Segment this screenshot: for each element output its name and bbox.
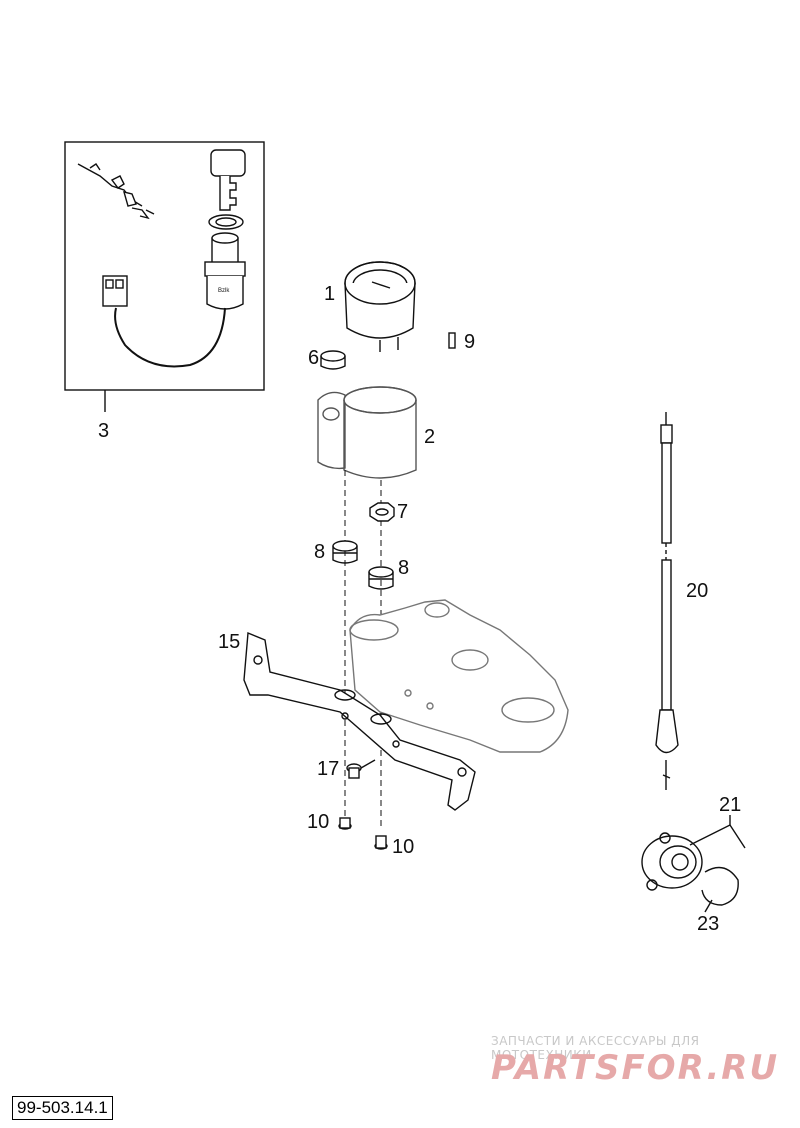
- callout-6: 6: [308, 347, 320, 369]
- instrument-bracket: [243, 631, 476, 811]
- callout-1: 1: [324, 283, 336, 305]
- wire-terminals: [77, 163, 155, 220]
- callout-20: 20: [686, 580, 709, 602]
- callout-3: 3: [98, 420, 110, 442]
- callout-7: 7: [397, 501, 409, 523]
- switch-cable: [114, 307, 226, 368]
- callout-21: 21: [719, 794, 742, 816]
- callout-8-right: 8: [398, 557, 410, 579]
- svg-text:Bzlk: Bzlk: [218, 288, 230, 294]
- rubber-grommet-right: [368, 566, 394, 590]
- indicator-pin: [448, 332, 456, 349]
- triple-clamp: [349, 599, 569, 753]
- callout-10-right: 10: [392, 836, 415, 858]
- screw-17: [346, 763, 362, 779]
- callout-8-left: 8: [314, 541, 326, 563]
- cable-connector: [102, 275, 128, 307]
- speedometer: [344, 261, 416, 352]
- callout-2: 2: [424, 426, 436, 448]
- screw-10-right: [374, 835, 388, 850]
- speedometer-cable: [655, 412, 679, 790]
- figure-reference: 99-503.14.1: [12, 1096, 113, 1120]
- rubber-plug: [320, 350, 346, 370]
- callout-17: 17: [317, 758, 340, 780]
- instrument-housing: [317, 386, 417, 479]
- retaining-ring: [701, 866, 739, 906]
- callout-23: 23: [697, 913, 720, 935]
- callout-9: 9: [464, 331, 476, 353]
- lock-ring: [208, 214, 244, 230]
- rubber-grommet-left: [332, 540, 358, 564]
- screw-10-left: [338, 817, 352, 830]
- hex-nut: [369, 502, 395, 522]
- callout-10-left: 10: [307, 811, 330, 833]
- callout-15: 15: [218, 631, 241, 653]
- watermark-logo: PARTSFOR.RU: [491, 1048, 780, 1088]
- watermark-tagline: ЗАПЧАСТИ И АКСЕССУАРЫ ДЛЯ МОТОТЕХНИКИ: [491, 1034, 700, 1062]
- speedometer-drive: [641, 832, 703, 891]
- ignition-switch-body: Bzlk: [204, 232, 246, 310]
- ignition-key: [210, 149, 246, 211]
